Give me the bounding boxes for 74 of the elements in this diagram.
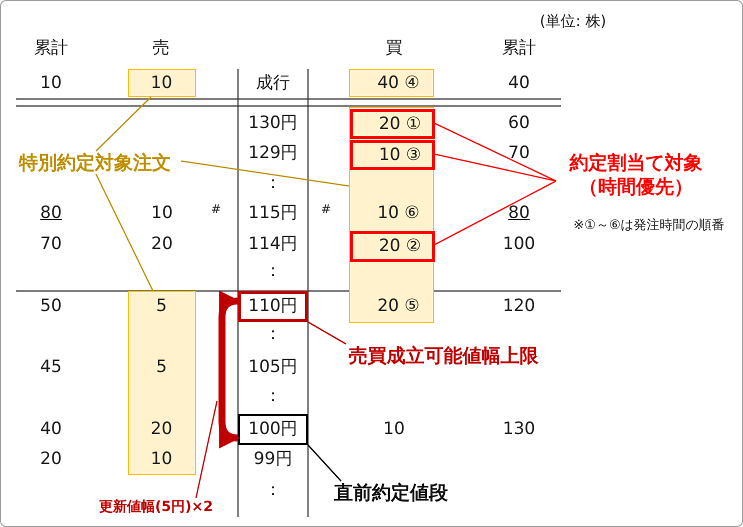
table-value: 99円 — [254, 448, 292, 470]
table-value: 130円 — [248, 112, 298, 134]
table-value: 114円 — [248, 233, 298, 255]
highlight-box — [349, 69, 434, 97]
highlight-frame — [350, 109, 435, 139]
table-value: 130 — [502, 418, 536, 440]
table-value: 80 — [508, 202, 530, 224]
cell-value: 20 ① — [378, 113, 422, 135]
highlight-box — [128, 291, 196, 475]
table-value: 100 — [502, 233, 536, 255]
leader-line — [96, 96, 152, 152]
table-value: ： — [264, 172, 282, 194]
highlight-frame — [350, 231, 435, 262]
leader-line — [180, 160, 350, 187]
table-value: 20 — [40, 448, 62, 470]
table-value: 40 — [40, 418, 62, 440]
highlight-frame — [350, 140, 435, 170]
table-value: ： — [264, 385, 282, 407]
table-value: ： — [264, 260, 282, 282]
table-value: # — [320, 201, 332, 218]
table-value: 累計 — [34, 37, 68, 59]
cell-value: 10 ③ — [378, 144, 422, 166]
cell-value: 5 — [156, 294, 167, 316]
table-value: 105円 — [248, 356, 298, 378]
footnote: ※①～⑥は発注時間の順番 — [573, 217, 725, 235]
leader-line — [434, 122, 556, 182]
cell-value: 5 — [156, 356, 167, 378]
table-value: 50 — [40, 295, 62, 317]
table-value: 40 — [508, 72, 530, 94]
highlight-box — [349, 107, 434, 323]
table-value: 売 — [152, 37, 170, 59]
cell-value: 10 — [150, 72, 172, 94]
callout-label: 約定割当て対象（時間優先） — [556, 151, 716, 201]
callout-label: 更新値幅(5円)×2 — [86, 498, 226, 518]
table-value: 129円 — [248, 142, 298, 164]
unit-note: (単位: 株) — [540, 11, 606, 32]
cell-value: 110円 — [248, 295, 298, 317]
table-value: 45 — [40, 356, 62, 378]
cell-value: 20 ⑤ — [377, 294, 420, 316]
double-arrow — [218, 291, 240, 448]
table-value: 20 — [151, 233, 173, 255]
table-value: 成行 — [256, 72, 290, 94]
table-value: ： — [264, 479, 282, 501]
leader-line — [308, 321, 346, 345]
table-value: 10 — [383, 418, 405, 440]
highlight-box — [128, 69, 196, 97]
leader-line — [308, 444, 342, 482]
table-value: 70 — [508, 142, 530, 164]
table-value: 60 — [508, 112, 530, 134]
highlight-frame — [238, 291, 308, 322]
cell-value: 100円 — [248, 418, 298, 440]
leader-line — [434, 180, 556, 246]
highlight-frame — [238, 414, 308, 445]
callout-label: 直前約定値段 — [326, 481, 456, 506]
cell-value: 10 ⑥ — [377, 202, 420, 224]
table-value: 115円 — [248, 202, 298, 224]
table-value: ： — [264, 323, 282, 345]
cell-value: 40 ④ — [377, 72, 420, 94]
cell-value: 20 — [150, 418, 172, 440]
table-value: 120 — [502, 295, 536, 317]
table-value: 10 — [40, 72, 62, 94]
table-value: 累計 — [502, 37, 536, 59]
table-value: # — [210, 201, 222, 218]
callout-label: 売買成立可能値幅上限 — [338, 344, 549, 369]
leader-line — [434, 153, 556, 182]
table-value: 70 — [40, 233, 62, 255]
cell-value: 10 — [150, 448, 172, 470]
callout-label: 特別約定対象注文 — [9, 151, 181, 174]
cell-value: 20 ② — [378, 235, 422, 257]
table-value: 10 — [151, 202, 173, 224]
table-value: 80 — [40, 202, 62, 224]
table-value: 買 — [386, 37, 402, 59]
leader-line — [195, 400, 218, 498]
leader-line — [95, 174, 154, 292]
